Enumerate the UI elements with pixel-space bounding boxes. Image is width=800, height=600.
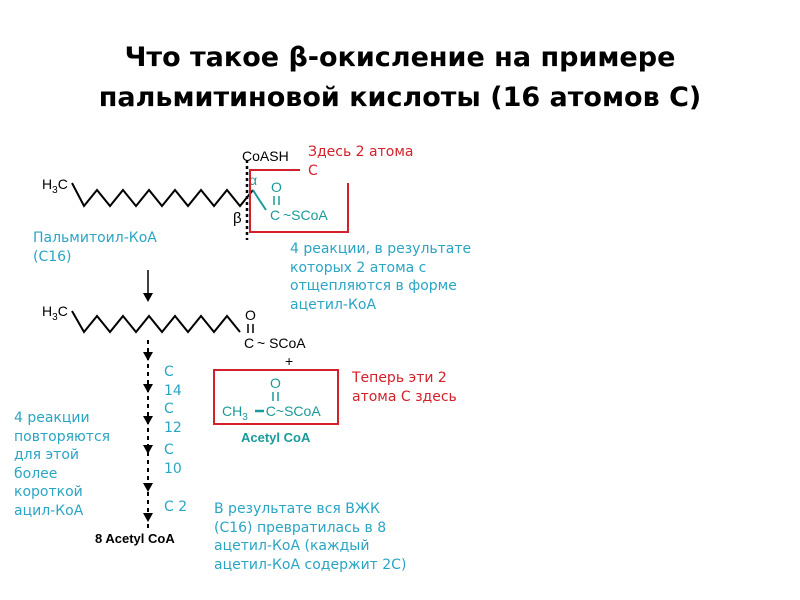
palmitoyl-coa-label: Пальмитоил-КоА (С16) <box>33 229 157 266</box>
step-value: 12 <box>164 419 182 436</box>
carbonyl-carbon-2: C <box>244 335 254 351</box>
final-product-label: 8 Acetyl CoA <box>95 531 175 546</box>
thioester-label-2: ~ SCoA <box>257 335 306 351</box>
acetyl-oxygen: O <box>270 375 281 391</box>
plus-sign: + <box>285 353 293 369</box>
methyl-group: H3C <box>42 176 68 196</box>
note-line: отщепляются в форме <box>290 278 457 294</box>
oxygen-atom: O <box>271 179 282 195</box>
arrow-head-3 <box>143 416 153 425</box>
arrow-head-1 <box>143 352 153 361</box>
alpha-carbon-bond <box>252 189 267 211</box>
result-note: В результате вся ВЖК (С16) превратилась в… <box>214 500 406 574</box>
note-line: (С16) превратилась в 8 <box>214 519 387 536</box>
note-line: В результате вся ВЖК <box>214 501 380 517</box>
arrow-head-4 <box>143 445 153 454</box>
four-reactions-note: 4 реакции, в результате которых 2 атома с… <box>290 240 471 314</box>
note-line: повторяются <box>14 428 111 445</box>
note-line: Теперь эти 2 <box>352 370 447 386</box>
acetyl-coa-frame <box>213 369 339 425</box>
arrow-head-2 <box>143 384 153 393</box>
note-line: для этой <box>14 447 80 463</box>
fatty-acid-chain-2 <box>71 310 241 334</box>
repeat-note: 4 реакции повторяются для этой более коротко… <box>14 409 110 520</box>
step-value: 14 <box>164 382 182 399</box>
thioester-label: ~SCoA <box>283 207 328 223</box>
note-line: 4 реакции, в результате <box>290 241 472 257</box>
highlight-bracket <box>249 169 349 233</box>
step-label: С <box>164 401 174 417</box>
arrow-head-6 <box>143 513 153 522</box>
note-line: атома С здесь <box>352 388 457 405</box>
chain-step-c12: С 12 <box>164 400 182 437</box>
note-line: С <box>308 162 318 179</box>
beta-label: β <box>233 210 242 227</box>
coash-label: CoASH <box>242 148 289 164</box>
step-value: 10 <box>164 460 182 477</box>
repeat-arrows <box>143 340 153 530</box>
note-line: ацетил-КоА содержит 2С) <box>214 556 407 573</box>
title-line-1: Что такое β-окисление на примере <box>124 42 676 73</box>
chain-step-c14: С 14 <box>164 363 182 400</box>
carbonyl-carbon: C <box>270 207 280 223</box>
label-line: Пальмитоил-КоА <box>33 230 157 246</box>
chain-step-c10: С 10 <box>164 441 182 478</box>
step-label: С <box>164 442 174 458</box>
methyl-group-2: H3C <box>42 303 68 323</box>
note-line: которых 2 атома с <box>290 259 427 276</box>
note-line: короткой <box>14 484 83 500</box>
reaction-arrow-head <box>143 293 153 302</box>
acetyl-coa-label: Acetyl CoA <box>241 430 311 445</box>
note-line: ацил-КоА <box>14 502 84 519</box>
title-line-2: пальмитиновой кислоты (16 атомов С) <box>98 82 702 113</box>
shortened-acyl-coa-structure: H3C O C ~ SCoA + <box>42 303 306 369</box>
note-line: Здесь 2 атома <box>308 144 414 160</box>
note-line: 4 реакции <box>14 410 90 426</box>
note-line: более <box>14 465 58 482</box>
now-here-note: Теперь эти 2 атома С здесь <box>352 369 457 406</box>
chain-step-c2: С 2 <box>164 498 187 517</box>
slide-title: Что такое β-окисление на примере пальмит… <box>0 38 800 118</box>
palmitoyl-coa-structure: H3C CoASH α β O C ~SCoA <box>42 148 349 240</box>
label-line: (С16) <box>33 248 72 265</box>
note-line: ацетил-КоА (каждый <box>214 538 370 554</box>
alpha-label: α <box>249 172 257 188</box>
oxygen-atom-2: O <box>245 307 256 323</box>
arrow-head-5 <box>143 483 153 492</box>
step-label: С 2 <box>164 499 188 515</box>
note-line: ацетил-КоА <box>290 296 377 313</box>
fatty-acid-chain <box>71 182 254 208</box>
step-label: С <box>164 364 174 380</box>
